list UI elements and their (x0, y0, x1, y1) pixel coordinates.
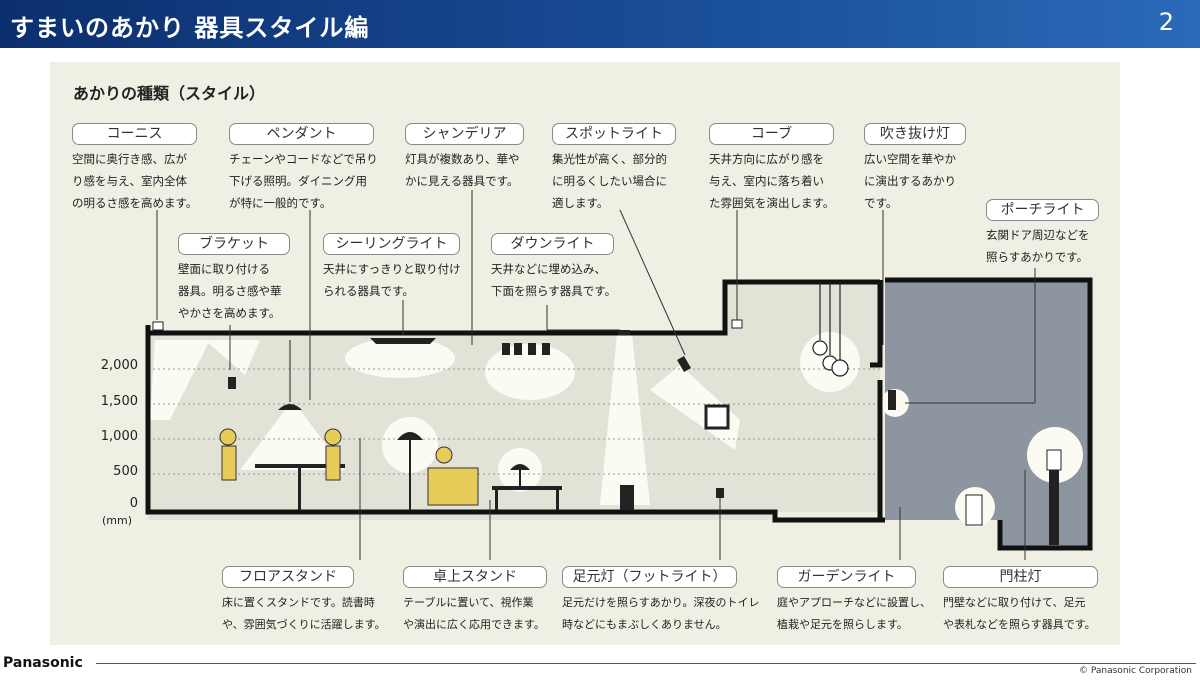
panasonic-logo: Panasonic (3, 655, 83, 671)
cornice-icon (152, 321, 164, 331)
label-pendant: ペンダント (229, 123, 374, 145)
table-stand-icon (510, 464, 530, 470)
axis-label-1000: 1,000 (100, 429, 138, 444)
header-bar: すまいのあかり 器具スタイル編 2 (0, 0, 1200, 48)
axis-unit: (mm) (101, 514, 132, 527)
label-porch-light: ポーチライト (986, 199, 1099, 221)
label-floor-stand: フロアスタンド (222, 566, 354, 588)
fixtures (152, 282, 1062, 545)
desc-floor-stand: 床に置くスタンドです。読書時 や、雰囲気づくりに活躍します。 (222, 596, 386, 631)
desc-pendant: チェーンやコードなどで吊り 下げる照明。ダイニング用 が特に一般的です。 (229, 152, 378, 210)
ceiling-light-icon (370, 338, 436, 344)
desc-atrium-light: 広い空間を華やか に演出するあかり です。 (864, 152, 956, 210)
page-number: 2 (1158, 8, 1174, 36)
downlight-icon (618, 330, 630, 335)
floor-stand-icon (397, 432, 423, 440)
desc-footlight: 足元だけを照らすあかり。深夜のトイレ 時などにもまぶしくありません。 (562, 596, 760, 631)
axis-label-2000: 2,000 (100, 358, 138, 373)
desc-chandelier: 灯具が複数あり、華や かに見える器具です。 (405, 152, 520, 188)
slide-title: すまいのあかり 器具スタイル編 (10, 14, 370, 42)
axis-label-0: 0 (129, 496, 138, 511)
desc-downlight: 天井などに埋め込み、 下面を照らす器具です。 (491, 262, 617, 298)
axis-label-500: 500 (113, 464, 138, 479)
atrium-light-icon (812, 282, 849, 377)
walls (145, 277, 1093, 551)
porch-light-icon (888, 390, 896, 410)
desc-bracket: 壁面に取り付ける 器具。明るさ感や華 やかさを高めます。 (178, 262, 282, 320)
desc-cornice: 空間に奥行き感、広が り感を与え、室内全体 の明るさ感を高めます。 (72, 152, 198, 210)
copyright: © Panasonic Corporation (1079, 666, 1192, 676)
label-ceiling-light: シーリングライト (323, 233, 460, 255)
height-gridlines (148, 368, 880, 475)
desc-porch-light: 玄関ドア周辺などを 照らすあかりです。 (986, 228, 1090, 264)
desc-cove: 天井方向に広がり感を 与え、室内に落ち着い た雰囲気を演出します。 (709, 152, 835, 210)
label-spotlight: スポットライト (552, 123, 676, 145)
cove-icon (731, 319, 743, 329)
pendant-icon (278, 404, 302, 410)
dining-table (255, 464, 345, 468)
garden-light-icon (965, 494, 983, 526)
desc-spotlight: 集光性が高く、部分的 に明るくしたい場合に 適します。 (552, 152, 667, 210)
label-cornice: コーニス (72, 123, 197, 145)
label-table-stand: 卓上スタンド (403, 566, 547, 588)
spotlight-icon (677, 355, 691, 373)
chandelier-icon (502, 343, 550, 355)
label-atrium-light: 吹き抜け灯 (864, 123, 966, 145)
desc-garden-light: 庭やアプローチなどに設置し、 植栽や足元を照らします。 (777, 596, 931, 631)
desc-ceiling-light: 天井にすっきりと取り付け られる器具です。 (323, 262, 461, 298)
axis-label-1500: 1,500 (100, 394, 138, 409)
label-downlight: ダウンライト (491, 233, 614, 255)
desc-gatepost-light: 門壁などに取り付けて、足元 や表札などを照らす器具です。 (943, 596, 1096, 631)
label-garden-light: ガーデンライト (777, 566, 916, 588)
exterior-porch (885, 280, 1090, 548)
picture-frame-icon (704, 404, 730, 430)
gatepost-light-icon (1046, 449, 1062, 471)
label-bracket: ブラケット (178, 233, 290, 255)
bracket-icon (228, 377, 236, 389)
footlight-icon (716, 488, 724, 498)
desc-table-stand: テーブルに置いて、視作業 や演出に広く応用できます。 (403, 596, 545, 631)
label-cove: コーブ (709, 123, 834, 145)
section-title: あかりの種類（スタイル） (73, 84, 266, 103)
label-footlight: 足元灯（フットライト） (562, 566, 737, 588)
plant-pot (620, 485, 634, 510)
label-gatepost-light: 門柱灯 (943, 566, 1098, 588)
footer-divider (96, 663, 1196, 664)
label-chandelier: シャンデリア (405, 123, 524, 145)
people-figures (219, 428, 479, 506)
leader-lines (156, 190, 1036, 560)
